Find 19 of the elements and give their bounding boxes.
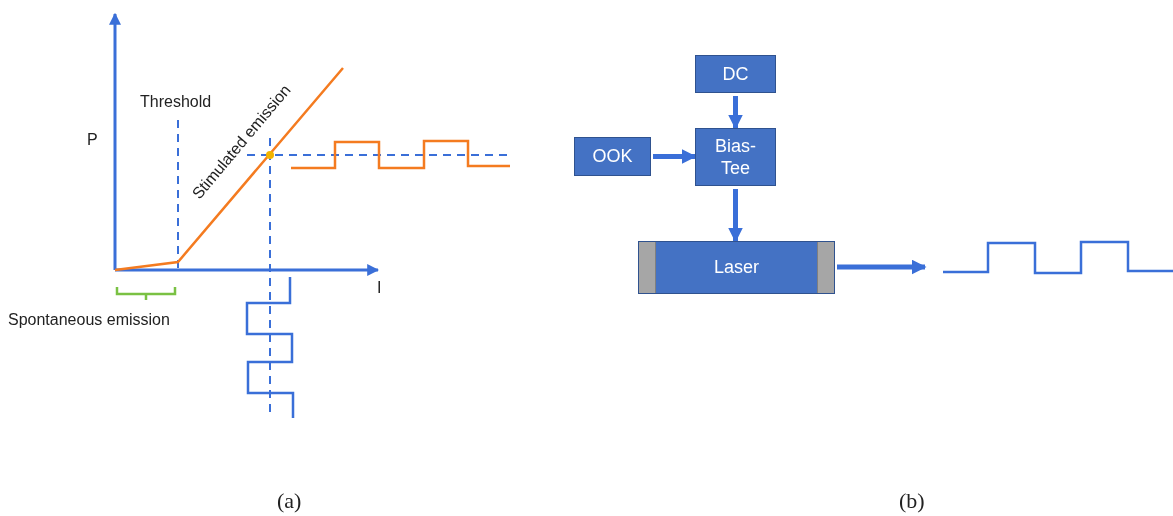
process-box [695,55,776,93]
box-label: Bias- Tee [714,134,757,180]
arrow [837,259,927,275]
output-waveform-drawing [943,240,1173,275]
box-label: DC [722,62,749,86]
axis-label: P [87,130,98,150]
axis-label: Threshold [140,92,212,112]
process-box [695,128,776,186]
caption: (a) [277,487,302,515]
laser-block [638,241,835,294]
arrow [728,189,743,243]
arrow [728,96,743,130]
arrow [653,149,697,164]
bracket-label: Spontaneous emission [8,310,170,330]
box-label: Laser [714,256,759,279]
axis-label: I [377,278,382,298]
process-box [574,137,651,176]
caption: (b) [899,487,925,515]
box-label: OOK [592,145,633,168]
